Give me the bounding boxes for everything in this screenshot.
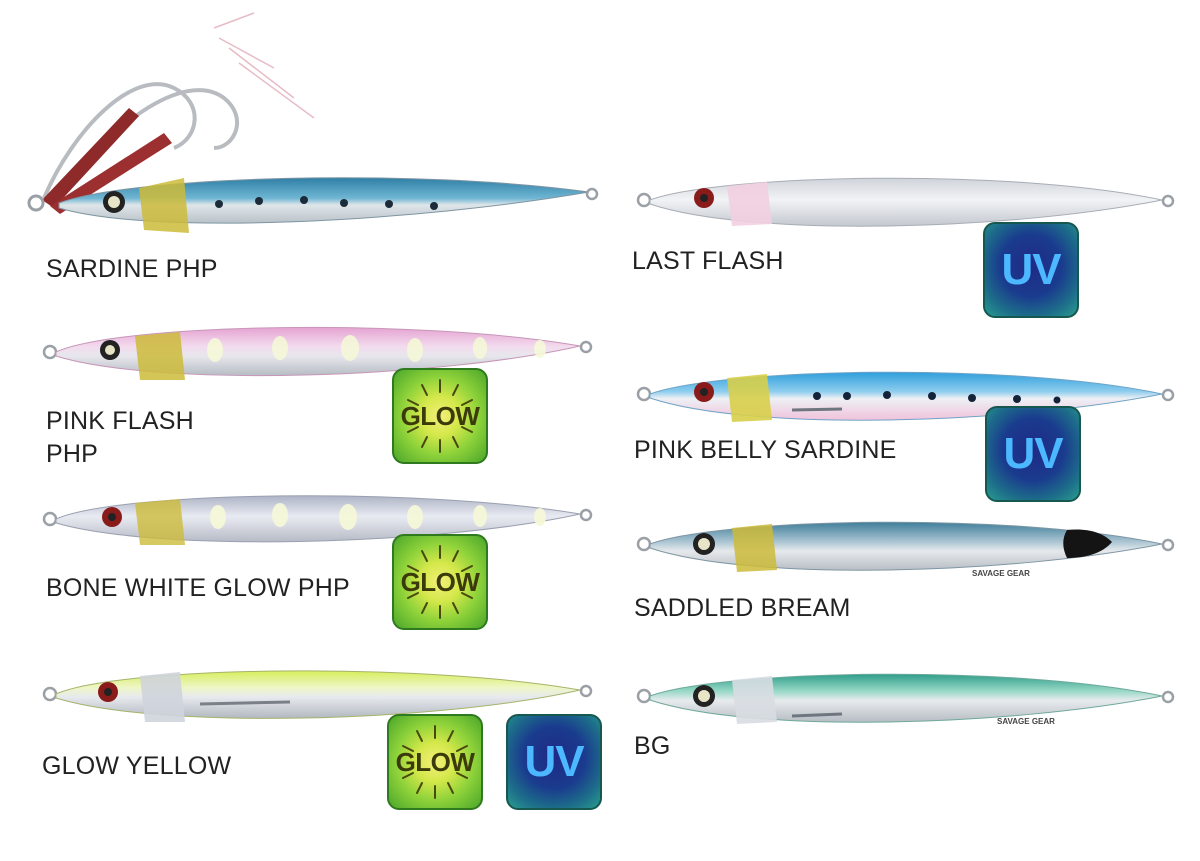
- uv-badge-text: UV: [524, 737, 584, 786]
- glow-badge-text: GLOW: [395, 746, 475, 777]
- lure-image-bg: SAVAGE GEAR: [636, 673, 1175, 726]
- lure-label-line-1: PINK FLASH: [46, 407, 194, 435]
- lure-label: GLOW YELLOW: [42, 752, 232, 780]
- lure-label: SARDINE PHP: [46, 255, 218, 283]
- lure-label: SADDLED BREAM: [634, 594, 851, 622]
- lure-label: PINK BELLY SARDINE: [634, 436, 897, 464]
- uv-badge-text: UV: [1001, 245, 1061, 294]
- brand-logo-text: SAVAGE GEAR: [972, 569, 1030, 578]
- lure-label-line-2: PHP: [46, 440, 99, 468]
- lure-label: BONE WHITE GLOW PHP: [46, 574, 350, 602]
- brand-logo-text: SAVAGE GEAR: [997, 717, 1055, 726]
- glow-badge: GLOW: [392, 534, 488, 630]
- uv-badge-text: UV: [1003, 429, 1063, 478]
- glow-rays-icon: [407, 379, 473, 453]
- lure-image-pink-belly-sardine: [636, 371, 1175, 422]
- lure-image-pink-flash-php: [42, 326, 593, 380]
- lure-image-saddled-bream: SAVAGE GEAR: [636, 521, 1175, 578]
- lure-label: BG: [634, 732, 671, 760]
- lure-image-bone-white-glow-php: [42, 495, 593, 545]
- uv-badge: UV: [983, 222, 1079, 318]
- uv-badge: UV: [985, 406, 1081, 502]
- lure-image-glow-yellow: [42, 670, 593, 722]
- glow-badge: GLOW: [387, 714, 483, 810]
- glow-rays-icon: [407, 545, 473, 619]
- lure-image-sardine-php: [27, 12, 599, 233]
- lure-label: LAST FLASH: [632, 247, 784, 275]
- glow-badge-text: GLOW: [400, 566, 480, 597]
- glow-badge-text: GLOW: [400, 400, 480, 431]
- uv-badge: UV: [506, 714, 602, 810]
- lure-image-last-flash: [636, 177, 1175, 227]
- glow-rays-icon: [402, 725, 468, 799]
- glow-badge: GLOW: [392, 368, 488, 464]
